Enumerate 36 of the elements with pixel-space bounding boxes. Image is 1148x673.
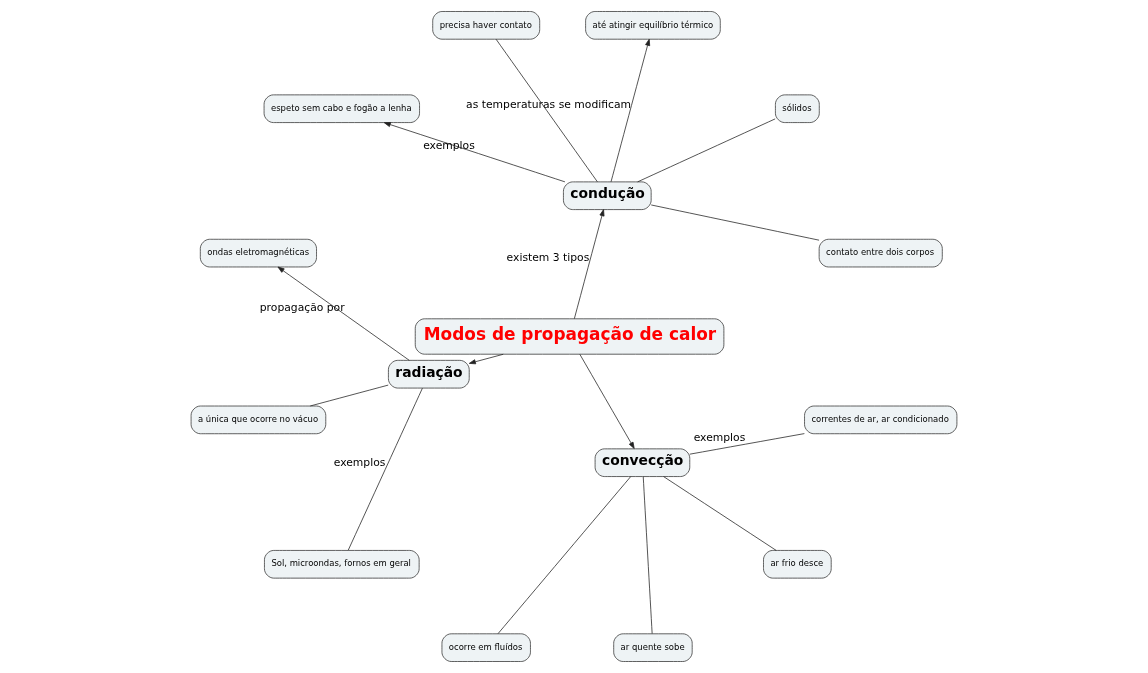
node-box: precisa haver contato	[432, 11, 541, 40]
connector	[309, 384, 389, 407]
arrow	[277, 266, 410, 361]
connector	[650, 204, 820, 241]
connector	[497, 476, 632, 634]
node-box: Modos de propagação de calor	[414, 318, 725, 355]
edge-label: exemplos	[333, 456, 386, 470]
node-box: condução	[563, 181, 652, 210]
node-box: Sol, microondas, fornos em geral	[264, 550, 420, 579]
node-box: convecção	[594, 448, 691, 477]
arrow	[610, 38, 651, 183]
connector	[642, 476, 653, 634]
connector	[663, 476, 777, 551]
node-box: até atingir equilíbrio térmico	[585, 11, 721, 40]
arrow	[579, 353, 635, 449]
node-box: correntes de ar, ar condicionado	[804, 405, 958, 435]
node-box: ar quente sobe	[613, 633, 693, 662]
arrow	[468, 353, 504, 365]
node-box: ondas eletromagnéticas	[199, 238, 317, 268]
connector	[347, 387, 423, 551]
connector	[637, 118, 776, 183]
node-box: radiação	[388, 359, 470, 389]
edge-label: propagação por	[259, 300, 345, 314]
node-box: ocorre em fluídos	[441, 633, 531, 662]
node-box: sólidos	[775, 94, 820, 123]
node-box: espeto sem cabo e fogão a lenha	[263, 94, 420, 123]
node-box: contato entre dois corpos	[818, 238, 943, 268]
edge-label: exemplos	[693, 431, 746, 445]
edge-label: as temperaturas se modificam	[466, 97, 632, 111]
node-box: a única que ocorre no vácuo	[190, 405, 327, 435]
edge-label: existem 3 tipos	[506, 251, 590, 265]
connector	[495, 38, 598, 183]
arrow	[573, 209, 605, 320]
node-box: ar frio desce	[763, 550, 832, 579]
arrow	[383, 122, 566, 183]
connector	[689, 433, 805, 455]
